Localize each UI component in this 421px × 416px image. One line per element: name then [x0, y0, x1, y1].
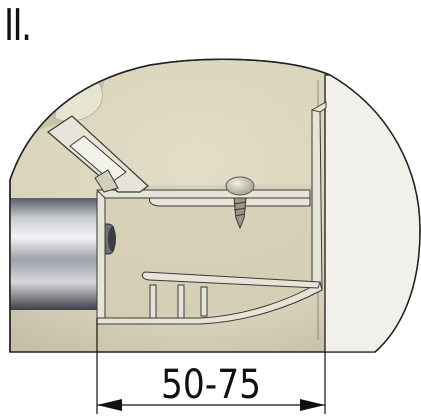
right-section — [324, 74, 420, 352]
diagonal-clip-lip — [94, 169, 119, 193]
profile-top-lip — [310, 101, 327, 113]
screw-shank — [233, 197, 247, 230]
profile-bottom-curve — [96, 281, 323, 325]
diagonal-clip-inner — [69, 135, 127, 183]
housing-outline — [9, 58, 421, 353]
profile-rib-2 — [177, 284, 185, 319]
screw-thread-3 — [234, 213, 246, 217]
screw-thread-2 — [233, 207, 247, 211]
dimension-arrow-left — [97, 399, 122, 411]
profile-bottom-arm — [141, 271, 321, 289]
dimension-arrow-right — [300, 399, 325, 411]
profile-mid-rail — [149, 197, 311, 207]
frame-plate-left — [96, 191, 106, 321]
screw-thread-1 — [233, 201, 247, 205]
rod-end-bolt — [108, 227, 116, 251]
profile-rib-3 — [200, 286, 208, 317]
profile-rib-1 — [149, 284, 157, 319]
dimension-label: 50-75 — [161, 362, 261, 408]
screw-head — [225, 176, 255, 196]
figure-label: II. — [4, 0, 32, 51]
rod-cylinder — [10, 198, 103, 310]
profile-vertical — [311, 109, 323, 291]
